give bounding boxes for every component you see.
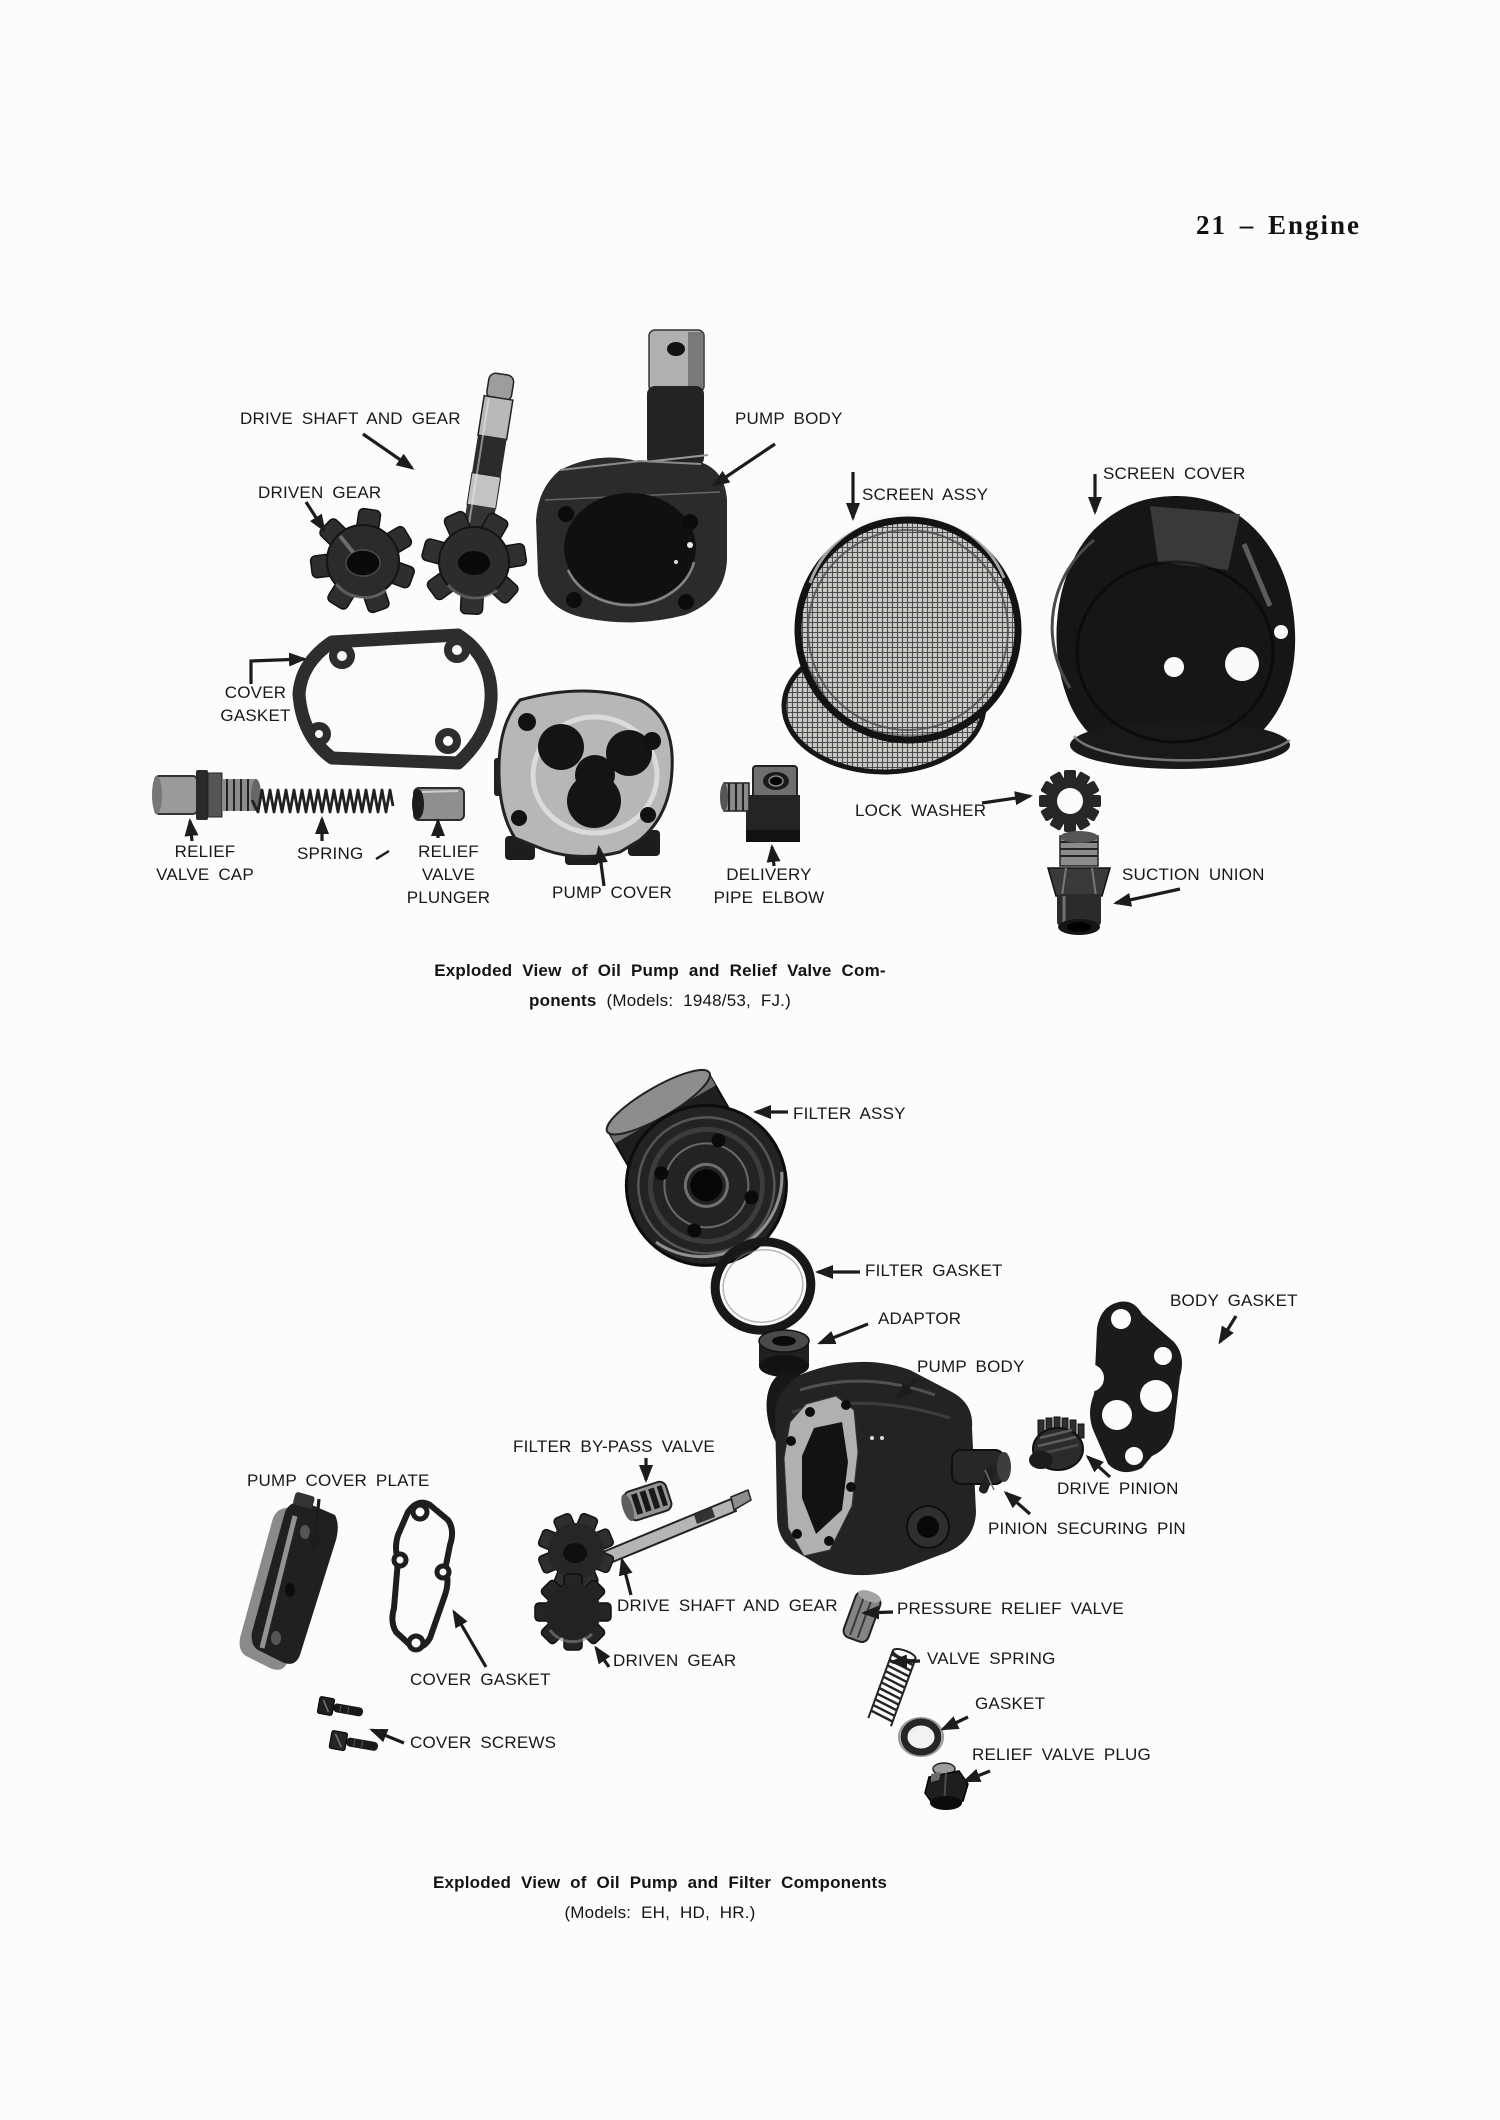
fig1-caption-line2: ponents (Models: 1948/53, FJ.): [529, 991, 791, 1010]
fig1-relief-valve-cap-part: [152, 770, 261, 820]
fig2-filter-by-pass-valve-part: [621, 1480, 673, 1522]
fig2-caption: Exploded View of Oil Pump and Filter Com…: [355, 1868, 965, 1928]
label-driven-gear-fig2: DRIVEN GEAR: [613, 1651, 737, 1670]
label-cover-gasket-fig2: COVER GASKET: [410, 1670, 551, 1689]
fig2-relief-valve-plug-part: [924, 1762, 969, 1810]
fig2-adaptor-part: [758, 1329, 810, 1377]
fig2-gasket-part: [898, 1717, 944, 1757]
label-pump-cover: PUMP COVER: [552, 883, 672, 902]
label-delivery-pipe-elbow: DELIVERY PIPE ELBOW: [713, 865, 825, 907]
label-lock-washer: LOCK WASHER: [855, 801, 987, 820]
label-filter-assy: FILTER ASSY: [793, 1104, 906, 1123]
fig1-pump-body-part: [536, 329, 727, 623]
label-valve-spring: VALVE SPRING: [927, 1649, 1056, 1668]
label-gasket-fig2: GASKET: [975, 1694, 1046, 1713]
label-cover-gasket: COVER GASKET: [220, 683, 291, 725]
page-header: 21 – Engine: [1196, 210, 1362, 240]
label-cover-screws: COVER SCREWS: [410, 1733, 557, 1752]
fig1-relief-valve-plunger-part: [412, 787, 465, 821]
label-pressure-relief-valve: PRESSURE RELIEF VALVE: [897, 1599, 1124, 1618]
fig2-leader-arrows: [308, 1105, 1238, 1783]
fig2-caption-line2: (Models: EH, HD, HR.): [564, 1903, 756, 1922]
label-body-gasket: BODY GASKET: [1170, 1291, 1298, 1310]
fig2-pinion-securing-pin-part: [978, 1464, 997, 1494]
label-pump-cover-plate: PUMP COVER PLATE: [247, 1471, 430, 1490]
fig1-pump-cover-part: [494, 689, 674, 865]
label-pump-body: PUMP BODY: [735, 409, 843, 428]
fig2-pressure-relief-valve-part: [842, 1590, 882, 1644]
label-adaptor: ADAPTOR: [878, 1309, 962, 1328]
fig1-caption-line1: Exploded View of Oil Pump and Relief Val…: [434, 961, 886, 980]
label-drive-shaft-and-gear: DRIVE SHAFT AND GEAR: [240, 409, 461, 428]
label-pump-body-fig2: PUMP BODY: [917, 1357, 1025, 1376]
fig1-caption: Exploded View of Oil Pump and Relief Val…: [355, 956, 965, 1016]
fig1-spring-part: [250, 788, 395, 814]
label-drive-pinion: DRIVE PINION: [1057, 1479, 1179, 1498]
fig1-screen-assy-part: [781, 512, 1022, 775]
fig2-drive-shaft-and-gear-part: [534, 1488, 752, 1651]
fig1-drive-shaft-and-gear-part: [421, 372, 528, 615]
label-filter-by-pass-valve: FILTER BY-PASS VALVE: [513, 1437, 715, 1456]
fig2-cover-gasket-part: [389, 1499, 456, 1653]
label-pinion-securing-pin: PINION SECURING PIN: [988, 1519, 1186, 1538]
label-driven-gear: DRIVEN GEAR: [258, 483, 382, 502]
fig2-cover-screws-part: [316, 1696, 379, 1752]
label-screen-assy: SCREEN ASSY: [862, 485, 989, 504]
fig1-leader-arrows: [184, 432, 1181, 907]
fig2-caption-line1: Exploded View of Oil Pump and Filter Com…: [432, 1873, 887, 1892]
label-suction-union: SUCTION UNION: [1122, 865, 1265, 884]
fig1-driven-gear-part: [309, 507, 415, 614]
label-relief-valve-cap: RELIEF VALVE CAP: [156, 842, 254, 884]
label-spring: SPRING: [297, 844, 364, 863]
label-relief-valve-plunger: RELIEF VALVE PLUNGER: [406, 842, 491, 907]
fig1-screen-cover-part: [1050, 496, 1296, 769]
fig2-pump-cover-plate-part: [239, 1492, 338, 1670]
fig2-filter-assy-part: [605, 1068, 788, 1267]
fig2-valve-spring-part: [867, 1647, 917, 1727]
fig2-filter-gasket-part: [710, 1237, 816, 1335]
label-filter-gasket: FILTER GASKET: [865, 1261, 1003, 1280]
fig1-suction-union-part: [1047, 831, 1111, 935]
fig2-drive-pinion-part: [1029, 1416, 1085, 1471]
fig2-body-gasket-part: [1076, 1301, 1182, 1473]
label-relief-valve-plug: RELIEF VALVE PLUG: [972, 1745, 1151, 1764]
fig1-delivery-pipe-elbow-part: [720, 765, 800, 842]
label-drive-shaft-and-gear-fig2: DRIVE SHAFT AND GEAR: [617, 1596, 838, 1615]
label-screen-cover: SCREEN COVER: [1103, 464, 1246, 483]
fig1-cover-gasket-part: [292, 628, 498, 770]
fig2-pump-body-part: [766, 1361, 1011, 1576]
fig1-lock-washer-part: [1039, 770, 1101, 832]
